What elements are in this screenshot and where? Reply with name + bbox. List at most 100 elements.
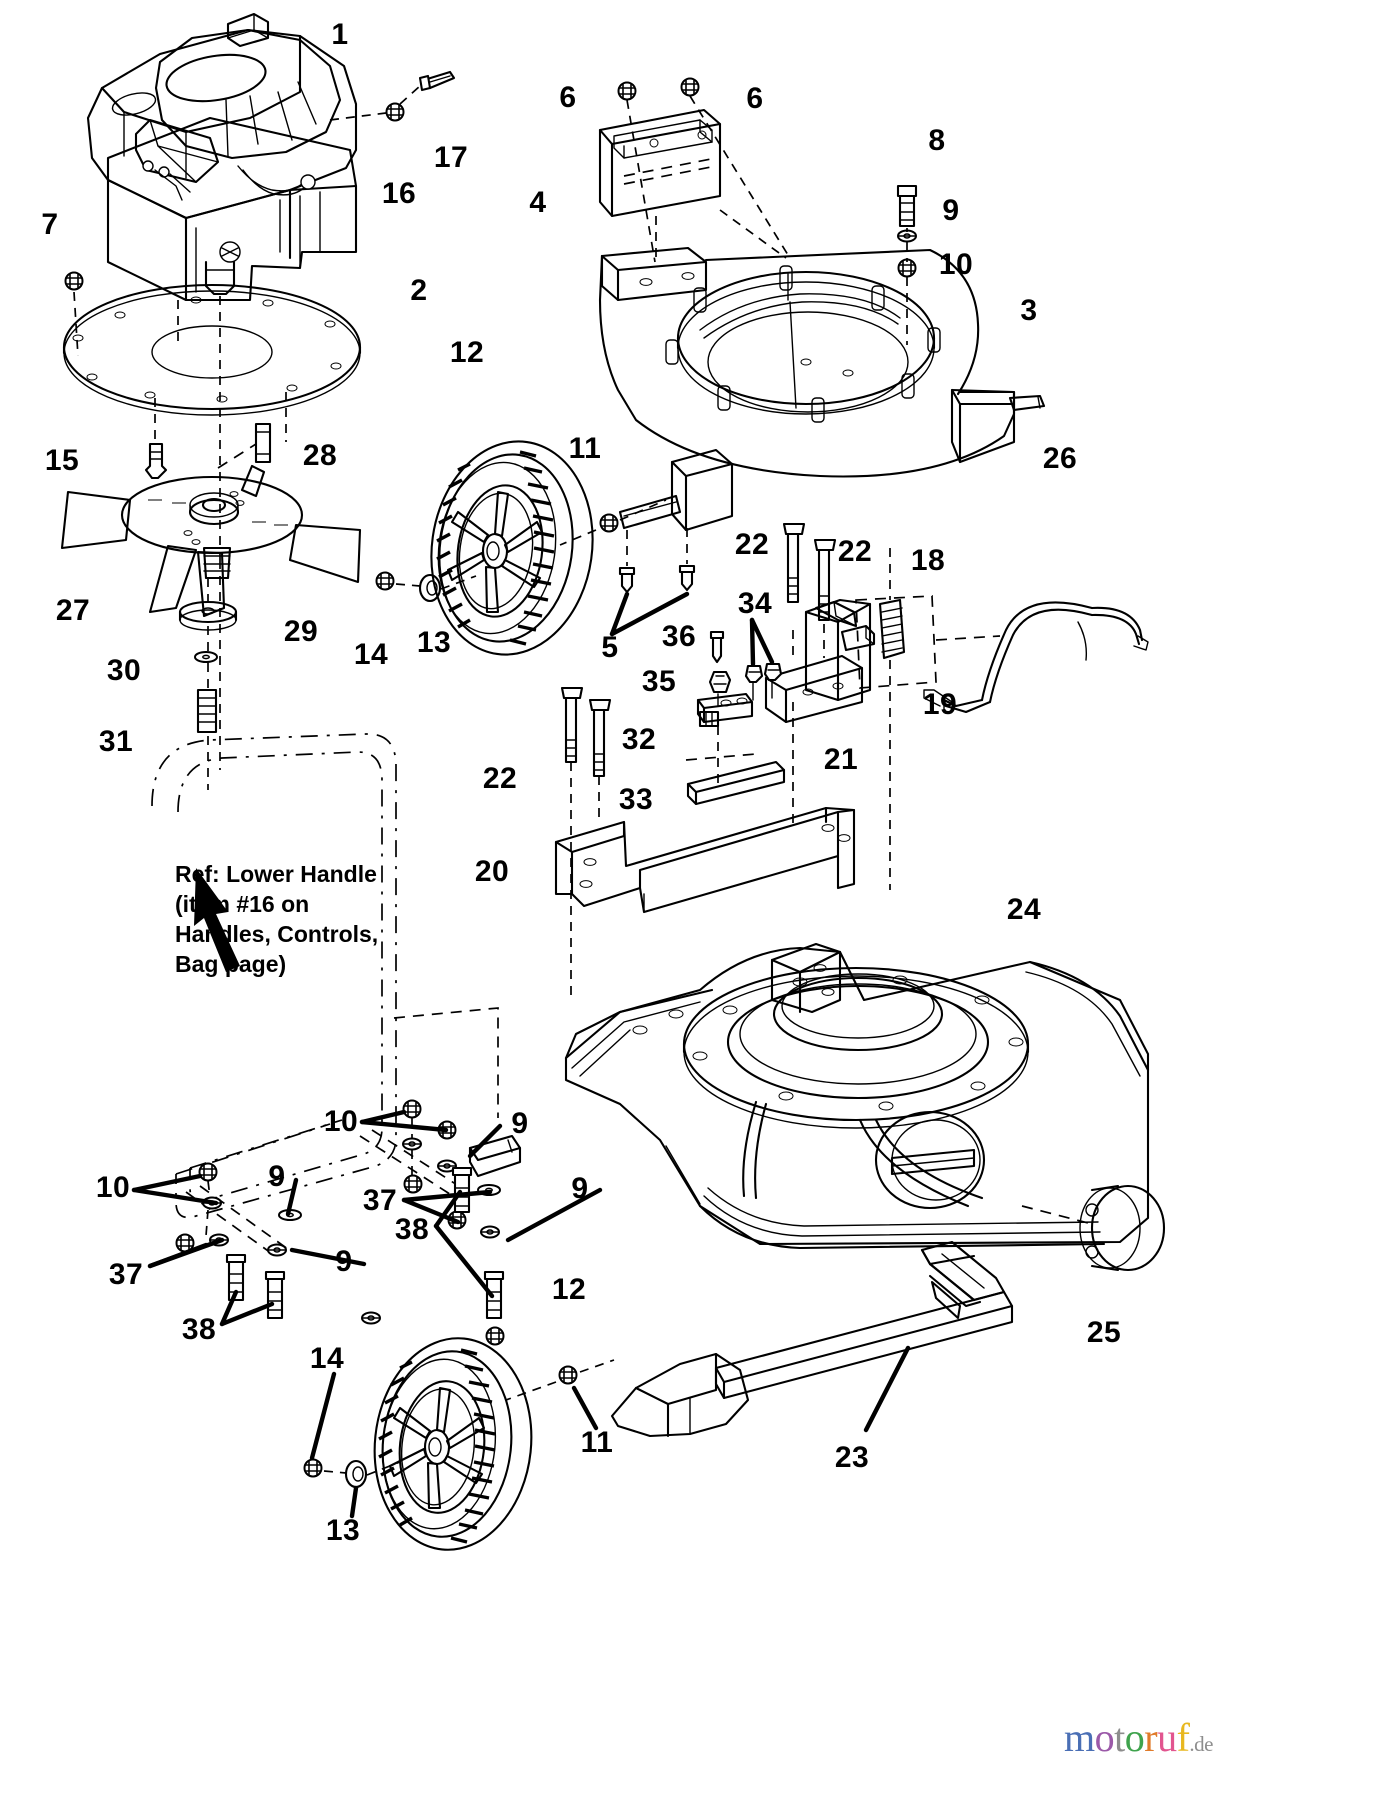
part-11-nut-lower xyxy=(558,1365,578,1385)
callout-9-e: 9 xyxy=(335,1245,353,1278)
part-7-nut xyxy=(64,271,84,291)
motoruf-watermark: motoruf.de xyxy=(1064,1718,1213,1758)
wm-letter-m: m xyxy=(1064,1715,1095,1760)
callout-19: 19 xyxy=(922,688,958,721)
callout-20: 20 xyxy=(474,855,510,888)
part-31-blade-bolt xyxy=(196,688,218,734)
part-32-rod xyxy=(696,692,754,728)
part-12-wheel-lower xyxy=(373,1337,533,1551)
part-38-bolt-c xyxy=(451,1166,473,1214)
part-30-washer xyxy=(194,651,218,663)
callout-10-c: 10 xyxy=(95,1171,131,1204)
callout-13-upper: 13 xyxy=(416,626,452,659)
part-38-bolt-d xyxy=(483,1270,505,1320)
part-38-bolt-right xyxy=(264,1270,286,1320)
part-22-bolt-d xyxy=(588,698,612,778)
callout-22-b: 22 xyxy=(837,535,873,568)
wm-letter-t: t xyxy=(1114,1715,1125,1760)
wm-letter-f: f xyxy=(1176,1715,1190,1760)
callout-37-b: 37 xyxy=(362,1184,398,1217)
callout-33: 33 xyxy=(618,783,654,816)
wm-letter-o2: o xyxy=(1124,1715,1145,1760)
callout-7: 7 xyxy=(41,208,59,241)
callout-26: 26 xyxy=(1042,442,1078,475)
hardware-cluster-left-lower xyxy=(175,1162,229,1253)
callout-22-c: 22 xyxy=(482,762,518,795)
callout-10-b: 10 xyxy=(323,1105,359,1138)
callout-38-a: 38 xyxy=(181,1313,217,1346)
callout-27: 27 xyxy=(55,594,91,627)
callout-12-lower: 12 xyxy=(551,1273,587,1306)
callout-2: 2 xyxy=(410,274,428,307)
reference-note: Ref: Lower Handle (item #16 on Handles, … xyxy=(175,861,379,977)
callout-13-lower: 13 xyxy=(325,1514,361,1547)
part-10-nut xyxy=(897,258,917,278)
ref-arrow xyxy=(194,868,240,972)
callout-11-lower: 11 xyxy=(580,1426,614,1459)
part-14-nut-lower xyxy=(303,1458,323,1478)
callout-8: 8 xyxy=(928,124,946,157)
part-28-spacer xyxy=(254,422,272,464)
callout-6-right: 6 xyxy=(746,82,764,115)
callout-4: 4 xyxy=(529,186,547,219)
part-6-bolt-left xyxy=(617,81,637,101)
callout-21: 21 xyxy=(823,743,859,776)
callout-9-b: 9 xyxy=(511,1107,529,1140)
part-23-rear-axle xyxy=(610,1240,1014,1438)
part-33-link-plate xyxy=(686,760,786,806)
callout-31: 31 xyxy=(98,725,134,758)
part-22-bolt-a xyxy=(782,522,806,604)
callout-18: 18 xyxy=(910,544,946,577)
callout-1: 1 xyxy=(331,18,349,51)
callout-23: 23 xyxy=(834,1441,870,1474)
part-21-control-bracket xyxy=(764,598,876,724)
callout-15: 15 xyxy=(44,444,80,477)
part-8-bolt xyxy=(896,184,918,228)
part-34-pushnuts xyxy=(744,662,783,701)
hardware-cluster-right xyxy=(361,1210,505,1346)
part-38-bolt-left xyxy=(225,1253,247,1302)
part-17-bolt xyxy=(418,70,456,92)
callout-22-a: 22 xyxy=(734,528,770,561)
part-26-control-cable xyxy=(923,601,1149,714)
callout-12-upper: 12 xyxy=(449,336,485,369)
part-2-adapter-plate xyxy=(62,283,362,416)
part-24-deck-housing xyxy=(564,942,1150,1250)
callout-9-c: 9 xyxy=(268,1160,286,1193)
callout-29: 29 xyxy=(283,615,319,648)
part-3-blower-housing xyxy=(598,246,1046,532)
part-6-bolt-right xyxy=(680,77,700,97)
callout-34: 34 xyxy=(737,587,773,620)
part-13-hubcap xyxy=(418,573,442,603)
part-5-screws xyxy=(618,564,696,594)
part-16-nut xyxy=(385,102,405,122)
wm-letter-o1: o xyxy=(1094,1715,1115,1760)
part-36-pin xyxy=(709,630,725,664)
wm-letter-u: u xyxy=(1157,1715,1177,1760)
callout-36: 36 xyxy=(661,620,697,653)
part-27-impeller xyxy=(60,464,362,618)
wm-letter-r: r xyxy=(1144,1715,1158,1760)
callout-9-a: 9 xyxy=(942,194,960,227)
part-9-lockwasher xyxy=(897,229,917,243)
part-4-handle-bracket xyxy=(598,108,722,218)
callout-37-a: 37 xyxy=(108,1258,144,1291)
hardware-cluster-left-upper xyxy=(402,1099,457,1194)
part-9-washer-left xyxy=(267,1243,287,1257)
engine-part xyxy=(86,12,358,302)
part-14-nut-upper xyxy=(375,571,395,591)
callout-10-a: 10 xyxy=(938,248,974,281)
callout-16: 16 xyxy=(381,177,417,210)
wm-suffix: .de xyxy=(1189,1732,1213,1756)
callout-9-d: 9 xyxy=(571,1172,589,1205)
spacer-tube xyxy=(468,1134,522,1178)
part-12-wheel-upper xyxy=(430,440,594,656)
callout-38-b: 38 xyxy=(394,1213,430,1246)
callout-3: 3 xyxy=(1020,294,1038,327)
part-18-cable-clamp xyxy=(878,598,906,660)
callout-17: 17 xyxy=(433,141,469,174)
part-11-nut-upper xyxy=(599,513,619,533)
callout-30: 30 xyxy=(106,654,142,687)
